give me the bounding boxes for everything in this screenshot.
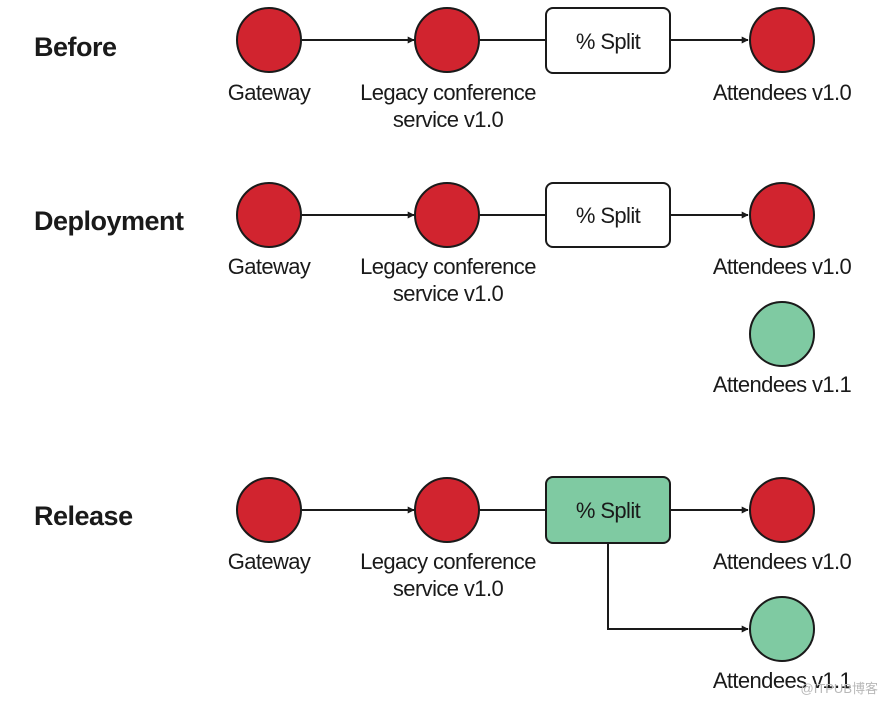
stage-deployment: Deployment % Split Gateway Legacy confer… [34, 182, 852, 397]
attendees-v10-label: Attendees v1.0 [713, 549, 852, 574]
legacy-service-node [414, 7, 480, 73]
gateway-node [236, 182, 302, 248]
legacy-service-node [414, 182, 480, 248]
legacy-label-line1: Legacy conference [360, 80, 536, 105]
gateway-label: Gateway [228, 549, 311, 574]
stage-release: Release % Split Gateway Legacy conferenc… [34, 476, 852, 693]
legacy-label-line2: service v1.0 [393, 281, 504, 306]
stage-title-release: Release [34, 501, 133, 531]
attendees-v10-node [749, 477, 815, 543]
legacy-label-line1: Legacy conference [360, 549, 536, 574]
attendees-v11-label: Attendees v1.1 [713, 668, 852, 693]
split-box [545, 7, 671, 74]
legacy-label-line2: service v1.0 [393, 576, 504, 601]
attendees-v10-label: Attendees v1.0 [713, 80, 852, 105]
stage-before: Before % Split Gateway Legacy conference… [34, 7, 852, 132]
attendees-v11-node [749, 301, 815, 367]
legacy-service-node [414, 477, 480, 543]
split-label: % Split [576, 498, 641, 523]
gateway-node [236, 477, 302, 543]
attendees-v11-label: Attendees v1.1 [713, 372, 852, 397]
split-box [545, 476, 671, 544]
legacy-label-line1: Legacy conference [360, 254, 536, 279]
stage-title-before: Before [34, 32, 117, 62]
edge-split-to-attendees-v11 [607, 543, 749, 633]
attendees-v10-node [749, 7, 815, 73]
split-label: % Split [576, 203, 641, 228]
split-label: % Split [576, 29, 641, 54]
attendees-v10-label: Attendees v1.0 [713, 254, 852, 279]
legacy-label-line2: service v1.0 [393, 107, 504, 132]
gateway-label: Gateway [228, 254, 311, 279]
gateway-label: Gateway [228, 80, 311, 105]
watermark: @ITPUB博客 [801, 681, 878, 696]
gateway-node [236, 7, 302, 73]
stage-title-deployment: Deployment [34, 206, 184, 236]
attendees-v11-node [749, 596, 815, 662]
attendees-v10-node [749, 182, 815, 248]
split-box [545, 182, 671, 248]
